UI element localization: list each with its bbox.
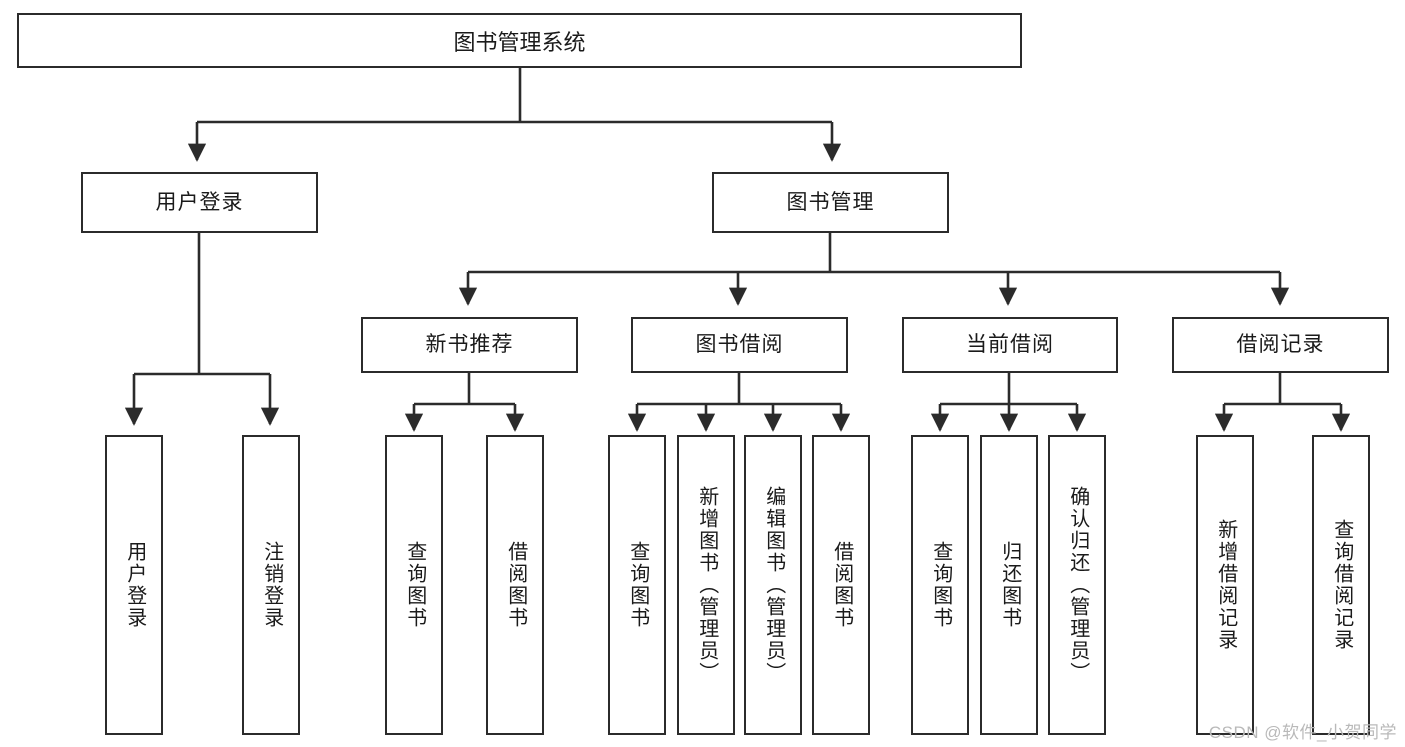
leaf-label: 用户登录 [123, 541, 146, 629]
leaf-borrow-edit-book-admin[interactable]: 编辑图书（管理员） [744, 435, 802, 735]
leaf-label: 确认归还（管理员） [1066, 486, 1089, 684]
leaf-label: 借阅图书 [504, 541, 527, 629]
leaf-recommend-query-book[interactable]: 查询图书 [385, 435, 443, 735]
leaf-current-return-book[interactable]: 归还图书 [980, 435, 1038, 735]
leaf-recommend-borrow-book[interactable]: 借阅图书 [486, 435, 544, 735]
leaf-label: 查询图书 [929, 541, 952, 629]
leaf-label: 新增图书（管理员） [695, 486, 718, 684]
node-user-login[interactable]: 用户登录 [81, 172, 318, 233]
leaf-label: 查询图书 [403, 541, 426, 629]
leaf-label: 新增借阅记录 [1214, 519, 1237, 651]
leaf-current-confirm-return-admin[interactable]: 确认归还（管理员） [1048, 435, 1106, 735]
leaf-record-add-record[interactable]: 新增借阅记录 [1196, 435, 1254, 735]
leaf-label: 查询借阅记录 [1330, 519, 1353, 651]
leaf-label: 借阅图书 [830, 541, 853, 629]
leaf-label: 归还图书 [998, 541, 1021, 629]
node-label: 图书借阅 [695, 333, 784, 357]
watermark: CSDN @软件_小贺同学 [1208, 723, 1397, 742]
node-label: 新书推荐 [425, 333, 514, 357]
leaf-label: 编辑图书（管理员） [762, 486, 785, 684]
node-book-borrow[interactable]: 图书借阅 [631, 317, 848, 373]
node-new-book-recommend[interactable]: 新书推荐 [361, 317, 578, 373]
node-label: 图书管理 [786, 190, 875, 214]
node-label: 借阅记录 [1236, 333, 1325, 357]
leaf-user-login-login[interactable]: 用户登录 [105, 435, 163, 735]
node-label: 图书管理系统 [453, 29, 586, 55]
leaf-record-query-record[interactable]: 查询借阅记录 [1312, 435, 1370, 735]
node-current-borrow[interactable]: 当前借阅 [902, 317, 1118, 373]
leaf-label: 注销登录 [260, 541, 283, 629]
node-borrow-record[interactable]: 借阅记录 [1172, 317, 1389, 373]
leaf-user-login-logout[interactable]: 注销登录 [242, 435, 300, 735]
leaf-borrow-borrow-book[interactable]: 借阅图书 [812, 435, 870, 735]
leaf-label: 查询图书 [626, 541, 649, 629]
leaf-borrow-query-book[interactable]: 查询图书 [608, 435, 666, 735]
node-book-management[interactable]: 图书管理 [712, 172, 949, 233]
leaf-borrow-add-book-admin[interactable]: 新增图书（管理员） [677, 435, 735, 735]
node-label: 用户登录 [155, 190, 244, 214]
node-root-system[interactable]: 图书管理系统 [17, 13, 1022, 68]
leaf-current-query-book[interactable]: 查询图书 [911, 435, 969, 735]
node-label: 当前借阅 [966, 333, 1054, 357]
